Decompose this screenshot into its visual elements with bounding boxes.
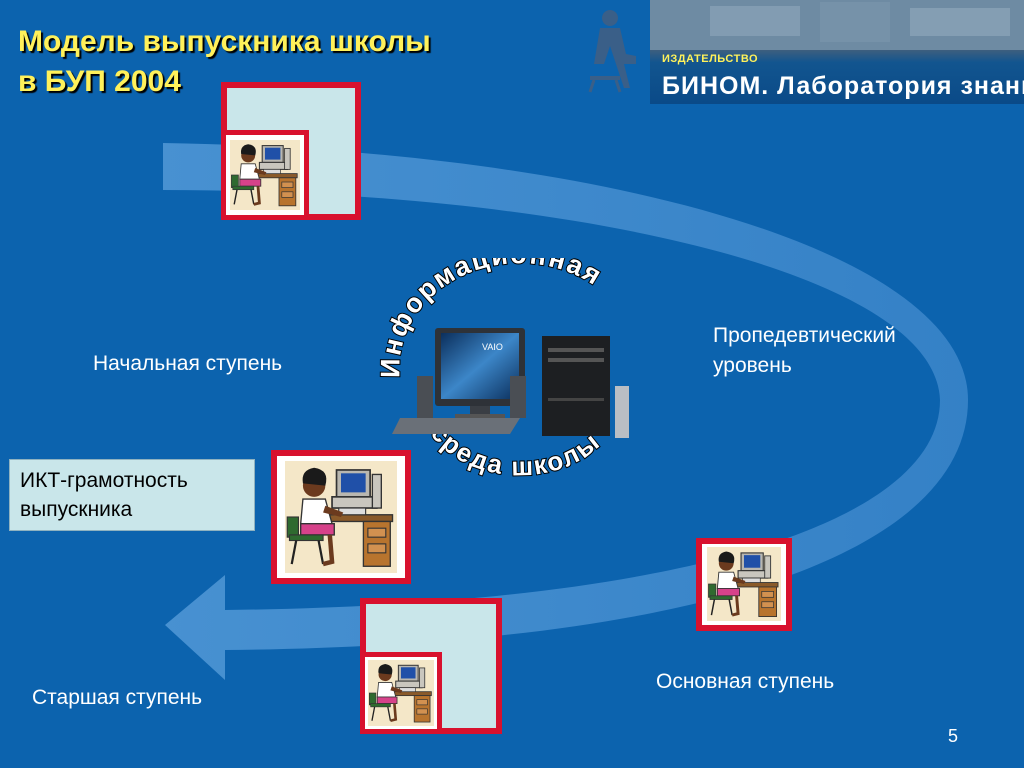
- monitor-brand: VAIO: [482, 342, 503, 352]
- desktop-computer-icon: VAIO: [392, 328, 629, 438]
- stage-propaedeutic: Пропедевтический уровень: [713, 324, 896, 377]
- publisher-banner: ИЗДАТЕЛЬСТВО БИНОМ. Лаборатория знаний: [650, 0, 1024, 104]
- inner-square-top: [221, 130, 309, 220]
- page-title: Модель выпускника школы в БУП 2004: [18, 25, 431, 98]
- stage-basic: Основная ступень: [656, 670, 835, 693]
- publisher-name: БИНОМ. Лаборатория знаний: [662, 72, 1024, 100]
- person-at-computer-icon: [706, 547, 782, 621]
- frame-graduate: [271, 450, 411, 584]
- person-at-computer-icon: [230, 139, 300, 211]
- publisher-label: ИЗДАТЕЛЬСТВО: [662, 53, 759, 65]
- person-at-computer-icon: [283, 461, 399, 573]
- person-at-computer-icon: [368, 660, 434, 726]
- bookshelf-photo: [650, 0, 1024, 50]
- stage-primary: Начальная ступень: [93, 352, 283, 375]
- information-environment-graphic: Информационная среда школы VAIO: [374, 258, 629, 483]
- reader-silhouette-icon: [588, 10, 636, 93]
- ikt-literacy-box: ИКТ-грамотность выпускника: [9, 459, 255, 531]
- page-number: 5: [948, 726, 959, 746]
- frame-basic: [696, 538, 792, 631]
- stage-senior: Старшая ступень: [32, 686, 203, 709]
- inner-square-bottom: [360, 652, 442, 734]
